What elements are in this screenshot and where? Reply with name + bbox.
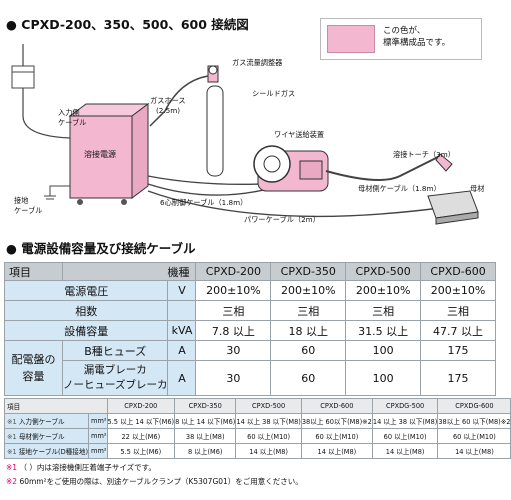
label-gas-hose: ガスホース(2.5m) [150, 96, 186, 115]
label-power-cable: パワーケーブル（2m） [244, 215, 320, 224]
label-wire-feeder: ワイヤ送給装置 [274, 130, 325, 139]
power-source-body [69, 115, 133, 199]
diagram-title: ● CPXD-200、350、500、600 接続図 [6, 17, 249, 32]
ground-cable-line [49, 185, 70, 196]
gas-cylinder-icon [206, 85, 224, 177]
table-row: 配電盤の容量 B種ヒューズ A 30 60 100 175 [4, 340, 496, 396]
label-welding-power: 溶接電源 [84, 150, 116, 159]
cable-header-row: 項目 CPXD-200 CPXD-350 CPXD-500 CPXD-600 C… [4, 398, 511, 414]
control-cable-line [147, 175, 263, 186]
cable-table: 項目 CPXD-200 CPXD-350 CPXD-500 CPXD-600 C… [3, 398, 511, 459]
table-row: 設備容量 kVA 7.8 以上 18 以上 31.5 以上 47.7 以上 [3, 320, 496, 341]
power-cable-line [147, 183, 273, 196]
table-row: 漏電ブレーカノーヒューズブレーカ A 30 60 100 175 [5, 360, 496, 396]
label-base-metal: 母材 [470, 184, 485, 193]
label-gas-regulator: ガス流量調整器 [232, 58, 283, 67]
spec-header-row: 項目 機種 CPXD-200 CPXD-350 CPXD-500 CPXD-60… [4, 262, 496, 281]
wall-outlet-icon [11, 65, 35, 89]
label-torch: 溶接トーチ（3m） [393, 150, 455, 159]
welding-torch-icon [435, 153, 453, 172]
label-ground-cable: 接地ケーブル [14, 196, 43, 215]
label-input-cable: 入力側ケーブル [58, 108, 87, 127]
connection-diagram [11, 44, 479, 225]
spec-section-title: ● 電源設備容量及び接続ケーブル [6, 241, 196, 256]
label-shield-gas: シールドガス [252, 89, 296, 98]
table-row: 相数 三相 三相 三相 三相 [3, 300, 496, 321]
table-row: ※1 入力側ケーブル mm² 5.5 以上 14 以下(M6) 8 以上 14 … [3, 413, 511, 429]
footnote-2: ※2 60mm²をご使用の際は、別途ケーブルクランプ（K5307G01）をご用意… [6, 477, 303, 486]
table-row: 電源電圧 V 200±10% 200±10% 200±10% 200±10% [3, 280, 496, 301]
label-control-cable: 6心制御ケーブル（1.8m） [160, 198, 248, 207]
spec-table: 項目 機種 CPXD-200 CPXD-350 CPXD-500 CPXD-60… [3, 262, 496, 396]
panel-capacity-label: 配電盤の容量 [4, 340, 63, 396]
power-source-side [131, 103, 149, 199]
label-base-cable: 母材側ケーブル（1.8m） [358, 184, 441, 193]
standard-color-swatch [327, 25, 375, 53]
gas-hose-line [149, 75, 209, 127]
bullet-icon: ● [6, 241, 17, 256]
table-row: ※1 接地ケーブル(D種接地) mm² 5.5 以上(M6) 8 以上(M6) … [3, 443, 511, 459]
bullet-icon: ● [6, 17, 17, 32]
footnote-1: ※1 （ ）内は溶接機側圧着端子サイズです。 [6, 463, 156, 472]
base-cable-line [147, 190, 441, 218]
table-row: ※1 母材側ケーブル mm² 22 以上(M6) 38 以上(M8) 60 以上… [3, 428, 511, 444]
input-cable-line [22, 88, 71, 139]
color-legend: この色が、 標準構成品です。 [320, 18, 482, 60]
torch-cable-line [325, 155, 441, 181]
